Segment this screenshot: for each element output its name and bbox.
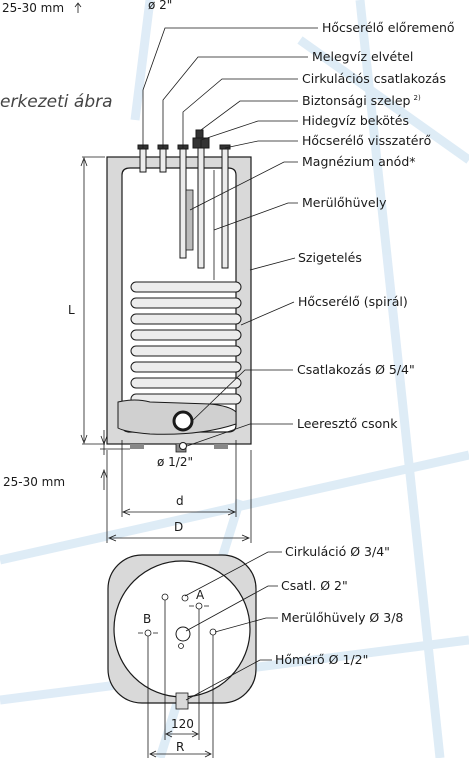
label-spiral: Hőcserélő (spirál) xyxy=(298,294,408,309)
drain-hole xyxy=(179,442,187,450)
top-dim-arrow xyxy=(74,2,82,13)
label-sleeve: Merülőhüvely xyxy=(302,195,387,210)
top-label-sleeve: Merülőhüvely Ø 3/8 xyxy=(281,610,403,625)
dim-r-label: R xyxy=(176,740,184,754)
dim-foot: 25-30 mm xyxy=(3,430,130,490)
label-hx-return: Hőcserélő visszatérő xyxy=(302,133,431,148)
leader-lines xyxy=(142,27,318,447)
dim-height: L xyxy=(68,156,105,445)
pipe-hx-flow xyxy=(139,147,147,173)
port-b xyxy=(144,629,152,637)
dim-foot-label: 25-30 mm xyxy=(3,475,65,489)
port-a xyxy=(195,602,203,610)
label-drain: Leeresztő csonk xyxy=(297,416,398,431)
dim-d-label: d xyxy=(176,494,184,508)
safety-valve-cap xyxy=(195,129,204,139)
label-anode: Magnézium anód* xyxy=(302,154,416,169)
top-dim-text: 25-30 mm xyxy=(2,1,64,15)
label-hx-flow: Hőcserélő előremenő xyxy=(322,20,455,35)
label-insulation: Szigetelés xyxy=(298,250,362,265)
part-labels: Hőcserélő előremenő Melegvíz elvétel Cir… xyxy=(297,20,455,431)
label-cold-water: Hidegvíz bekötés xyxy=(302,113,409,128)
label-connection: Csatlakozás Ø 5/4" xyxy=(297,362,415,377)
port-top-left xyxy=(161,593,169,601)
top-label-connection: Csatl. Ø 2" xyxy=(281,578,348,593)
label-circulation: Cirkulációs csatlakozás xyxy=(302,71,446,86)
port-circulation xyxy=(181,594,189,602)
foot-right xyxy=(214,444,228,449)
dim-diameters: d D xyxy=(106,440,252,543)
top-dia-fragment: ø 2" xyxy=(148,0,172,12)
heat-exchanger-spiral xyxy=(130,281,242,405)
safety-valve-note: 2) xyxy=(414,94,421,102)
foot-left xyxy=(130,444,144,449)
dim-l-label: L xyxy=(68,303,75,317)
pipe-cold-water xyxy=(197,147,205,269)
port-small xyxy=(178,643,184,649)
pipe-hx-return xyxy=(221,147,229,269)
top-label-thermometer: Hőmérő Ø 1/2" xyxy=(275,652,368,667)
magnesium-anode xyxy=(185,189,194,251)
port-main xyxy=(175,626,191,642)
pipe-hot-water xyxy=(159,147,167,173)
dim-drain-label: ø 1/2" xyxy=(157,455,193,469)
tank-top-view: A B xyxy=(107,554,257,710)
top-label-circulation: Cirkuláció Ø 3/4" xyxy=(285,544,390,559)
marker-a: A xyxy=(196,588,205,602)
pipe-circulation xyxy=(179,147,187,259)
top-view-leaders xyxy=(184,551,282,701)
dim-D-label: D xyxy=(174,520,183,534)
dim-top-view: 120 R xyxy=(147,600,214,758)
thermometer-port xyxy=(175,692,189,710)
connection-port-5-4 xyxy=(172,410,194,432)
dim-120-label: 120 xyxy=(171,717,194,731)
label-hot-water: Melegvíz elvétel xyxy=(312,49,413,64)
section-title: erkezeti ábra xyxy=(0,92,113,112)
marker-b: B xyxy=(143,612,151,626)
